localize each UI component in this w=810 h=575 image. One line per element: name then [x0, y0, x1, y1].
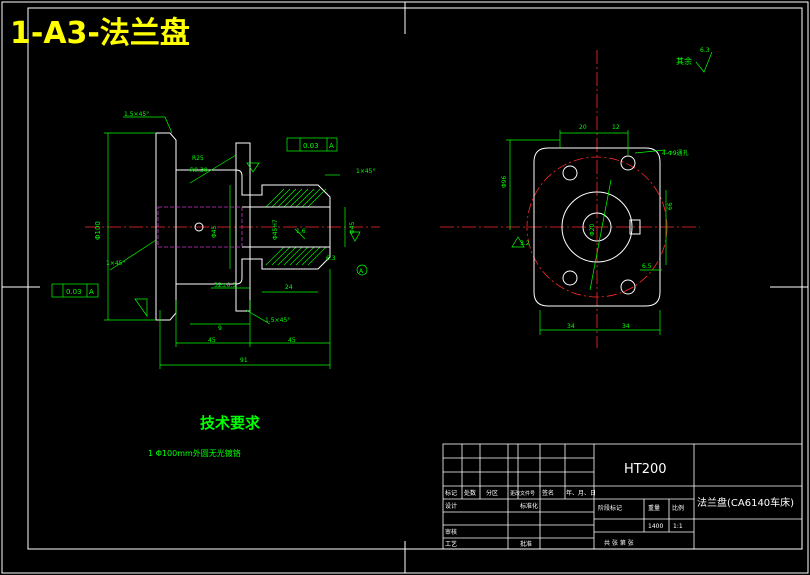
- row-label-3: 更改文件号: [510, 490, 535, 497]
- tech-requirements-title: 技术要求: [200, 414, 261, 432]
- side-w34: 34: [567, 323, 575, 330]
- surface-other-value: 6.3: [700, 47, 710, 54]
- side-rough: 3.2: [520, 240, 530, 247]
- inner-border: [27, 7, 803, 550]
- side-holes: 4-Φ9通孔: [662, 149, 689, 157]
- scale-label: 比例: [672, 504, 684, 512]
- side-view: 20 12 Φ96 4-Φ9通孔 66 34 34 6.5 Φ20 3.2 其余…: [440, 47, 713, 348]
- design-label: 设计: [445, 502, 457, 510]
- r25-label: R0.30: [190, 167, 208, 174]
- tol-left: 0.03: [66, 288, 82, 296]
- approve-label: 批准: [520, 540, 532, 548]
- rough-63: 6.3: [326, 255, 336, 262]
- diameter-h7: Φ45H7: [272, 219, 279, 240]
- side-h-left: Φ96: [501, 175, 508, 188]
- sheets-label: 共 张 第 张: [604, 539, 634, 547]
- len-9: 9: [218, 325, 222, 332]
- tol-top: 0.03: [303, 142, 319, 150]
- datum-a: A: [359, 268, 364, 275]
- page-title: 1-A3-法兰盘: [10, 16, 190, 51]
- diameter-left: Φ100: [94, 221, 102, 240]
- title-block: [442, 443, 803, 550]
- len-45a: 45: [208, 337, 216, 344]
- len-45b: 45: [288, 337, 296, 344]
- standard-label: 标准化: [520, 502, 538, 510]
- chamfer-top-left: 1.5×45°: [124, 111, 149, 118]
- side-w12: 12: [612, 124, 620, 131]
- rough-16: 1.6: [296, 228, 306, 235]
- r-label: R25: [192, 155, 204, 162]
- process-label: 工艺: [445, 540, 457, 548]
- side-w34b: 34: [622, 323, 630, 330]
- len-91: 91: [240, 357, 248, 364]
- row-label-4: 签名: [542, 489, 554, 497]
- material: HT200: [624, 462, 667, 477]
- scale-value: 1:1: [673, 523, 683, 530]
- len-small: 32±0.3: [214, 282, 236, 289]
- side-r6: 6.5: [642, 263, 652, 270]
- row-label-2: 分区: [486, 489, 498, 497]
- weight-label: 重量: [648, 504, 660, 512]
- row-label-1: 处数: [464, 489, 476, 497]
- side-h-right: 66: [667, 202, 674, 210]
- tech-requirements-note: 1 Φ100mm外圆无光镀铬: [148, 449, 241, 458]
- len-24: 24: [285, 284, 293, 291]
- chamfer-bottom: 1.5×45°: [265, 317, 290, 324]
- diameter-right: Φ45: [349, 221, 356, 234]
- stage-label: 阶段标记: [598, 504, 622, 512]
- part-name: 法兰盘(CA6140车床): [697, 496, 794, 509]
- tol-left-datum: A: [89, 288, 94, 296]
- tol-top-datum: A: [329, 142, 334, 150]
- row-label-5: 年、月、日: [566, 489, 596, 497]
- chamfer-left: 1×45°: [106, 260, 125, 267]
- title-block-text: HT200 法兰盘(CA6140车床) 标记 处数 分区 更改文件号 签名 年、…: [445, 462, 794, 548]
- side-w20: 20: [579, 124, 587, 131]
- row-label-0: 标记: [445, 489, 457, 497]
- surface-other-label: 其余: [676, 56, 692, 66]
- review-label: 审核: [445, 528, 457, 536]
- weight-value: 1400: [648, 523, 663, 530]
- front-view: 1.5×45° R0.30 R25 Φ100 Φ45 Φ45H7 Φ45 1×4…: [51, 111, 525, 369]
- chamfer-right: 1×45°: [356, 168, 375, 175]
- diameter-bore: Φ45: [211, 225, 218, 238]
- side-center-dia: Φ20: [589, 223, 596, 236]
